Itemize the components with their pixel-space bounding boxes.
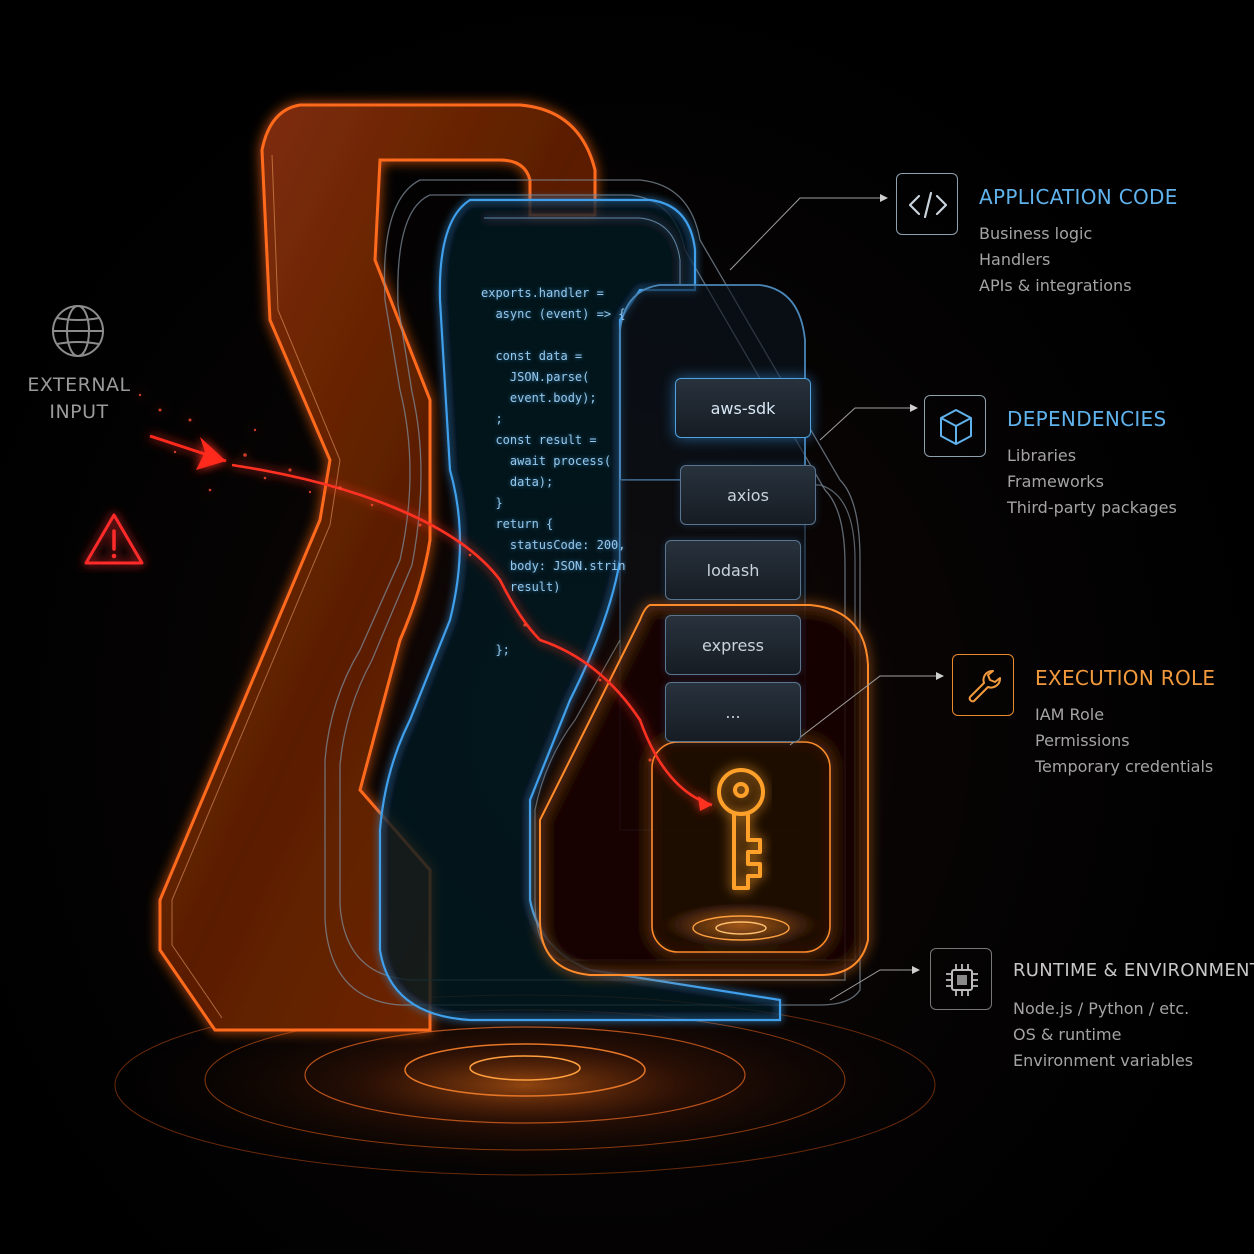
chip-icon [930,948,992,1010]
legend-item: Third-party packages [1007,498,1177,517]
leader-arrowheads [880,194,944,974]
legend-title: EXECUTION ROLE [1035,666,1216,690]
key-icon [717,768,765,890]
legend-item: IAM Role [1035,705,1105,724]
external-input-label: EXTERNAL INPUT [27,374,131,423]
legend-item: Libraries [1007,446,1077,465]
leader-lines [729,197,936,1001]
legend-item: OS & runtime [1013,1025,1122,1044]
wrench-icon [952,654,1014,716]
legend-item: Environment variables [1013,1051,1194,1070]
legend-title: APPLICATION CODE [979,185,1178,209]
legend-item: Frameworks [1007,472,1104,491]
legend-item: Business logic [979,224,1093,243]
cube-icon [924,395,986,457]
attack-path [138,393,713,811]
dependency-express: express [665,615,801,675]
code-listing: exports.handler = async (event) => { con… [481,286,626,657]
legend-item: Node.js / Python / etc. [1013,999,1190,1018]
legend-item: Handlers [979,250,1051,269]
code-layer [378,198,782,1022]
outer-frame [158,103,597,1032]
runtime-layer [324,179,861,1006]
code-brackets-icon [896,173,958,235]
legend-title: DEPENDENCIES [1007,407,1167,431]
dependency-aws-sdk: aws-sdk [675,378,811,438]
warning-icon [84,513,144,565]
dependency-axios: axios [680,465,816,525]
dependency-more: ... [665,682,801,742]
dependency-lodash: lodash [665,540,801,600]
globe-icon [52,305,104,357]
legend-item: Temporary credentials [1035,757,1214,776]
legend-title: RUNTIME & ENVIRONMENT [1013,960,1254,981]
legend-item: Permissions [1035,731,1130,750]
floor-rings [105,990,945,1180]
legend-item: APIs & integrations [979,276,1132,295]
